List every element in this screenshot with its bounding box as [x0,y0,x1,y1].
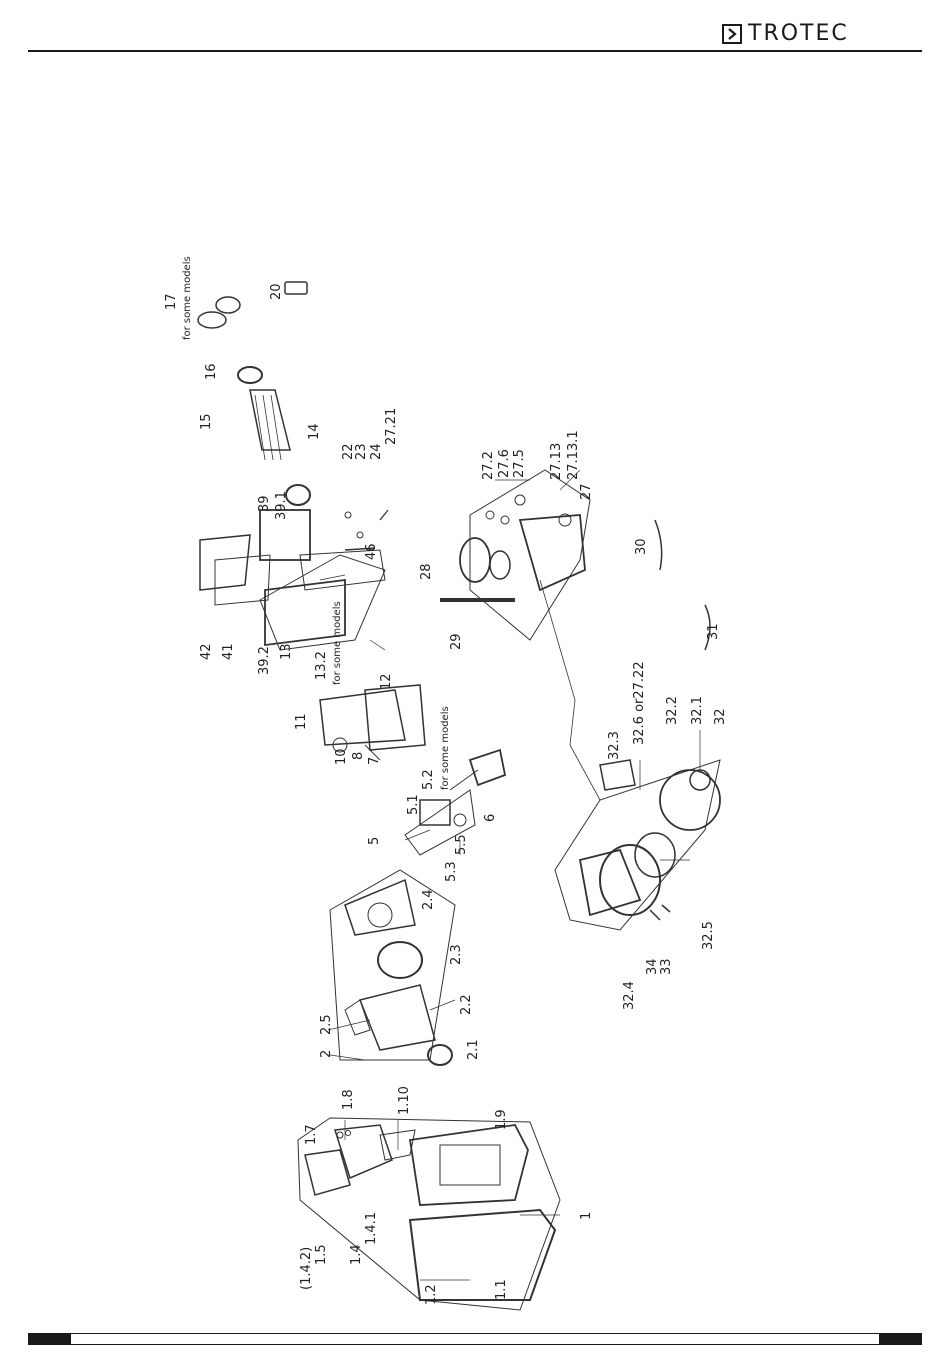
label-32.5: 32.5 [701,921,716,950]
label-41: 41 [221,643,236,660]
chevron-right-box-icon [722,24,742,44]
label-39: 39 [257,495,272,512]
label-7: 7 [367,757,382,765]
label-33: 33 [659,958,674,975]
trotec-logo: TROTEC [722,22,849,46]
note-13.2-for-some-models: for some models [332,601,343,685]
label-1.1: 1.1 [494,1279,509,1300]
label-8: 8 [351,752,366,760]
label-42: 42 [199,643,214,660]
label-1.4: 1.4 [349,1244,364,1265]
label-12: 12 [379,673,394,690]
note-17-for-some-models: for some models [182,256,193,340]
label-32.1: 32.1 [690,696,705,725]
label-5.1: 5.1 [406,794,421,815]
label-31: 31 [706,623,721,640]
label-1.10: 1.10 [397,1086,412,1115]
label-1.4.1: 1.4.1 [364,1212,379,1245]
label-11: 11 [294,713,309,730]
footer-bar [28,1333,922,1345]
label-32.3: 32.3 [607,731,622,760]
label-15: 15 [199,413,214,430]
label-39.2: 39.2 [257,646,272,675]
label-2.3: 2.3 [449,944,464,965]
header-rule [28,50,922,52]
label-6: 6 [483,814,498,822]
label-27.2: 27.2 [481,451,496,480]
label-2.5: 2.5 [319,1014,334,1035]
label-24: 24 [369,443,384,460]
label-2: 2 [319,1050,334,1058]
label-1.7: 1.7 [304,1124,319,1145]
label-27.21: 27.21 [384,408,399,445]
label-1.5: 1.5 [314,1244,329,1265]
brand-name: TROTEC [748,21,849,46]
label-1: 1 [579,1212,594,1220]
footer-bar-left-block [29,1334,71,1344]
label-32.6-or-27.22: 32.6 or27.22 [632,661,647,745]
label-22: 22 [341,443,356,460]
label-27.13: 27.13 [549,443,564,480]
label-27.13.1: 27.13.1 [566,430,581,480]
label-30: 30 [634,538,649,555]
label-27.5: 27.5 [512,449,527,478]
footer-bar-right-block [879,1334,921,1344]
label-23: 23 [354,443,369,460]
label-10: 10 [334,748,349,765]
label-5.2: 5.2 [421,769,436,790]
label-5.3: 5.3 [444,861,459,882]
label-20: 20 [269,283,284,300]
label-5: 5 [367,837,382,845]
label-2.2: 2.2 [459,994,474,1015]
note-5.2-for-some-models: for some models [440,706,451,790]
label-32: 32 [713,708,728,725]
label-1.9: 1.9 [494,1109,509,1130]
label-27.6: 27.6 [497,449,512,478]
label-5.5: 5.5 [454,834,469,855]
label-13: 13 [279,643,294,660]
label-46: 46 [364,543,379,560]
label-13.2: 13.2 [314,651,329,680]
label-1.8: 1.8 [341,1089,356,1110]
label-32.2: 32.2 [665,696,680,725]
label-32.4: 32.4 [622,981,637,1010]
label-39.1: 39.1 [274,491,289,520]
label-14: 14 [307,423,322,440]
label-27: 27 [579,483,594,500]
label-29: 29 [449,633,464,650]
label-2.1: 2.1 [466,1039,481,1060]
label-16: 16 [204,363,219,380]
label-17: 17 [164,293,179,310]
label-28: 28 [419,563,434,580]
label-34: 34 [645,958,660,975]
label-1.4.2: (1.4.2) [299,1247,314,1290]
label-1.2: 1.2 [424,1284,439,1305]
label-2.4: 2.4 [421,889,436,910]
